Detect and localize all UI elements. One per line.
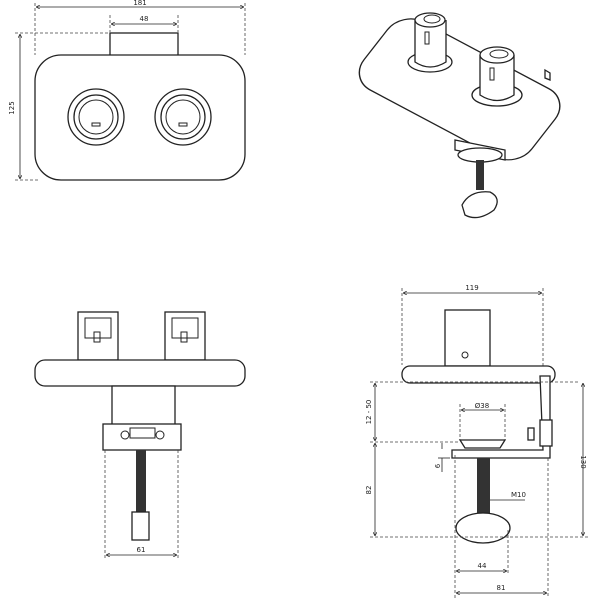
- dim-pad-diameter-label: Ø38: [475, 402, 489, 410]
- side-view: 119 12 - 50 82 130 Ø38 6 M10 44 81: [365, 284, 590, 598]
- dim-clamp-range-label: 12 - 50: [365, 400, 373, 425]
- dim-tab-label: 48: [140, 15, 149, 23]
- dim-width-label: 181: [133, 0, 146, 7]
- post-right: [154, 88, 212, 146]
- dim-total-height-label: 130: [579, 455, 587, 468]
- dim-knob-label: 44: [478, 562, 487, 570]
- dim-height-label: 125: [8, 101, 16, 114]
- isometric-view: [358, 12, 561, 219]
- base-plate: [34, 54, 246, 181]
- front-view: 61: [34, 311, 246, 560]
- post-left: [67, 88, 125, 146]
- dim-jaw-thickness-label: 6: [434, 463, 442, 468]
- thread-label: M10: [511, 491, 526, 499]
- iso-post-left: [407, 12, 453, 73]
- dim-depth-label: 81: [497, 584, 506, 592]
- dim-clamp-width-label: 61: [137, 546, 146, 554]
- top-view: 181 48 125: [8, 0, 246, 181]
- dim-lower-label: 82: [365, 486, 373, 495]
- dim-width-label: 119: [465, 284, 478, 292]
- iso-post-right: [471, 46, 523, 107]
